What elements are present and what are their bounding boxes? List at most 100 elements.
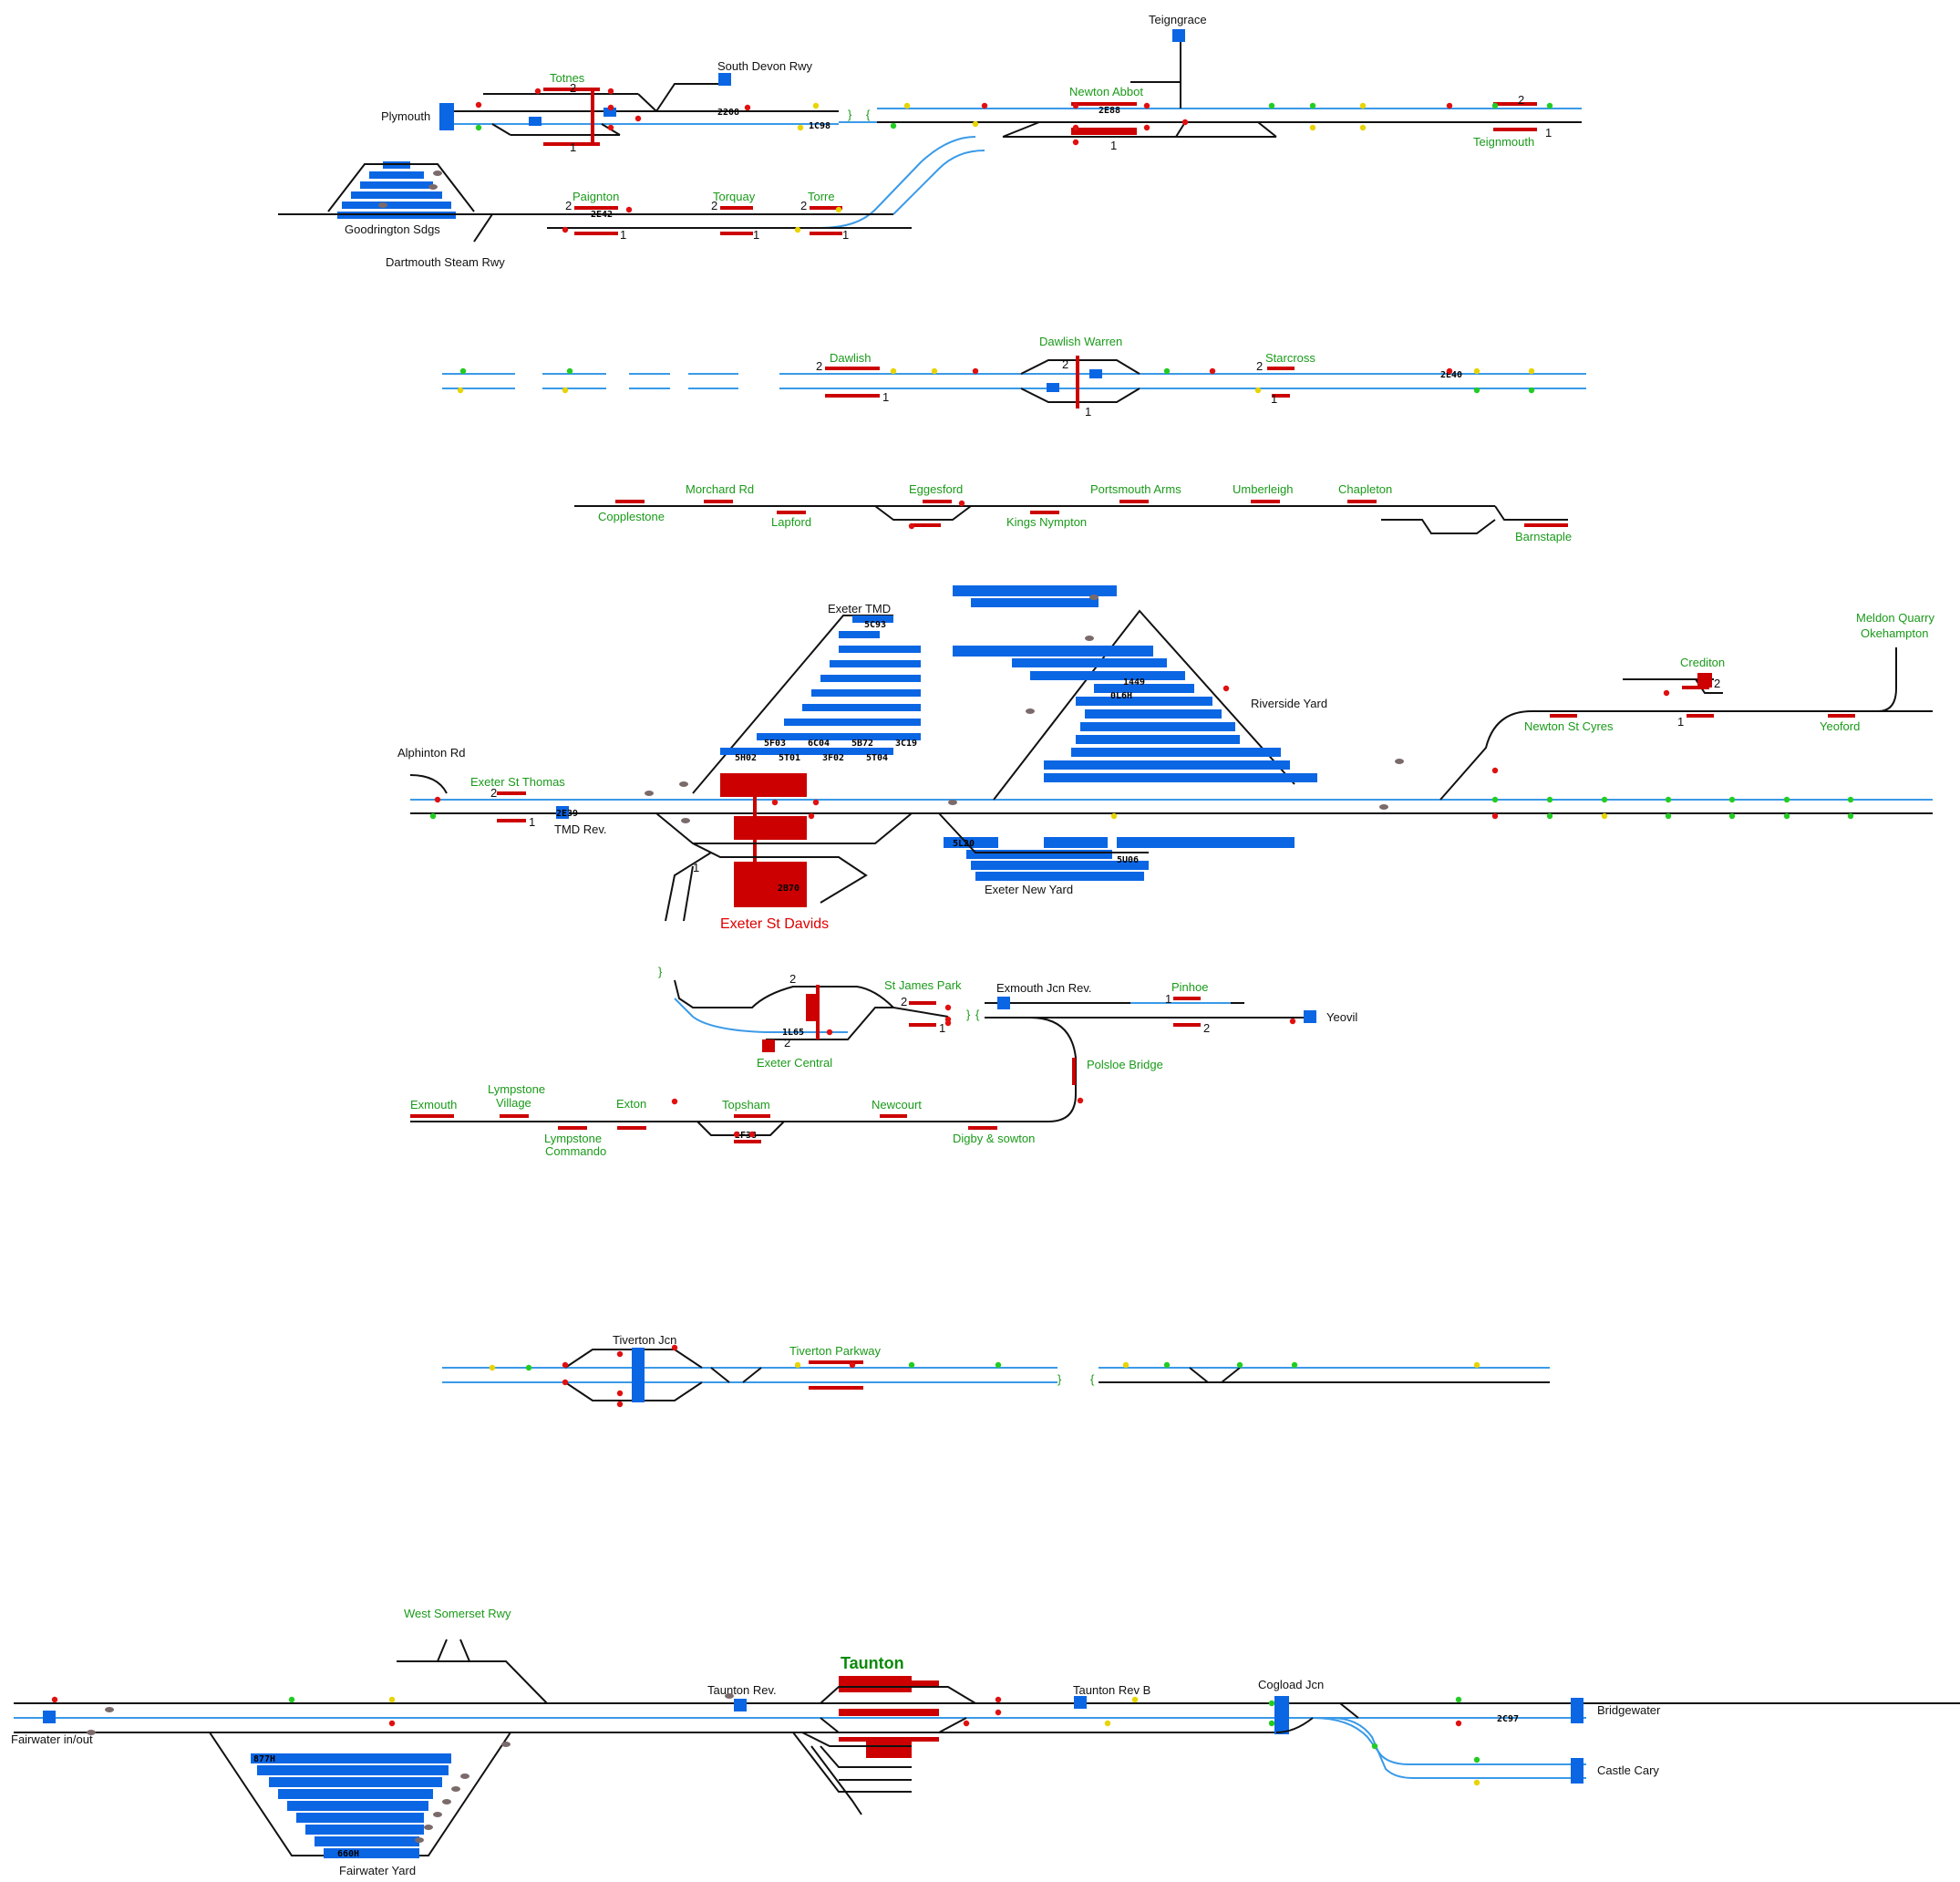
signal-head[interactable] [849,1361,856,1369]
signal-head[interactable] [1665,812,1672,820]
signal-head[interactable] [616,1401,624,1408]
signal-head[interactable] [890,122,897,129]
headcode-5c93[interactable]: 5C93 [864,620,886,630]
signal-head[interactable] [1072,139,1079,146]
signal-head[interactable] [1268,102,1275,109]
signal-head[interactable] [434,796,441,803]
castle-cary-terminal[interactable] [1571,1758,1583,1784]
signal-head[interactable] [671,1344,678,1351]
signal-head[interactable] [562,1379,569,1386]
loco-marker[interactable] [442,1799,451,1804]
central-line-down[interactable] [766,1007,893,1040]
signal-head[interactable] [1359,124,1367,131]
headcode-6c04[interactable]: 6C04 [808,739,830,749]
headcode-3c19[interactable]: 3C19 [895,739,917,749]
crediton-branch[interactable] [1439,710,1933,801]
signal-head[interactable] [944,1019,952,1027]
loco-marker[interactable] [460,1773,469,1779]
signal-head[interactable] [388,1696,396,1703]
signal-head[interactable] [794,1361,801,1369]
headcode-5l20[interactable]: 5L20 [953,839,975,849]
signal-head[interactable] [616,1390,624,1397]
signal-head[interactable] [931,367,938,375]
signal-head[interactable] [963,1720,970,1727]
loco-marker[interactable] [1085,636,1094,641]
signal-head[interactable] [1473,1361,1480,1369]
signal-head[interactable] [944,1004,952,1011]
signal-head[interactable] [995,1709,1002,1716]
headcode-1c98[interactable]: 1C98 [809,121,830,131]
signal-head[interactable] [625,206,633,213]
loco-marker[interactable] [451,1786,460,1792]
tiverton-crossovers[interactable] [710,1367,762,1383]
bridgewater-terminal[interactable] [1571,1698,1583,1723]
loco-marker[interactable] [105,1707,114,1712]
signal-head[interactable] [1783,796,1790,803]
signal-head[interactable] [1359,102,1367,109]
signal-head[interactable] [1601,796,1608,803]
signal-head[interactable] [1072,102,1079,109]
exeter-central-branch[interactable] [665,852,712,922]
signal-head[interactable] [634,115,642,122]
signal-head[interactable] [1847,812,1854,820]
cogload-crossovers[interactable] [1275,1702,1359,1733]
signal-head[interactable] [1473,387,1480,394]
signal-head[interactable] [288,1696,295,1703]
teigngrace-terminal[interactable] [1172,29,1185,42]
signal-head[interactable] [1143,124,1150,131]
headcode-5t01[interactable]: 5T01 [779,753,800,763]
signal-head[interactable] [562,387,569,394]
signal-head[interactable] [1309,102,1316,109]
signal-head[interactable] [566,367,573,375]
signal-head[interactable] [812,799,820,806]
signal-head[interactable] [972,120,979,128]
yeovil-terminal[interactable] [1304,1010,1316,1023]
signal-head[interactable] [1371,1742,1378,1750]
signal-head[interactable] [794,226,801,233]
signal-head[interactable] [1181,119,1189,126]
headcode-2e88[interactable]: 2E88 [1099,106,1120,116]
signal-head[interactable] [607,88,614,95]
signal-head[interactable] [1222,685,1230,692]
okehampton-branch[interactable] [1877,647,1897,712]
signal-head[interactable] [1446,102,1453,109]
loco-marker[interactable] [1089,595,1099,600]
signal-head[interactable] [1455,1696,1462,1703]
signal-head[interactable] [475,124,482,131]
signal-head[interactable] [671,1098,678,1105]
loco-marker[interactable] [1379,804,1388,810]
signal-head[interactable] [1546,812,1553,820]
signal-head[interactable] [1546,796,1553,803]
castle-cary-line-up[interactable] [1312,1717,1586,1765]
headcode-5t04[interactable]: 5T04 [866,753,888,763]
headcode-2b70[interactable]: 2B70 [778,884,799,894]
headcode-2c97[interactable]: 2C97 [1497,1714,1519,1724]
signal-head[interactable] [459,367,467,375]
signal-head[interactable] [489,1364,496,1371]
signal-head[interactable] [1491,767,1499,774]
signal-head[interactable] [1455,1720,1462,1727]
headcode-5h02[interactable]: 5H02 [735,753,757,763]
taunton-south-siding[interactable] [810,1745,862,1815]
headcode-0l6h[interactable]: 0L6H [1110,691,1132,701]
signal-head[interactable] [607,124,614,131]
signal-head[interactable] [1209,367,1216,375]
signal-head[interactable] [958,500,965,507]
plymouth-terminal[interactable] [439,103,454,130]
signal-head[interactable] [1131,1696,1139,1703]
newton-crossovers[interactable] [1002,121,1277,138]
signal-head[interactable] [995,1361,1002,1369]
signal-head[interactable] [908,522,915,530]
signal-head[interactable] [744,104,751,111]
dartmouth-branch[interactable] [473,213,493,243]
headcode-660h[interactable]: 660H [337,1849,359,1859]
signal-head[interactable] [388,1720,396,1727]
signal-head[interactable] [562,1361,569,1369]
signal-head[interactable] [1291,1361,1298,1369]
signal-head[interactable] [1077,1097,1084,1104]
eggesford-loop[interactable] [874,505,972,521]
signal-head[interactable] [1163,367,1171,375]
loco-marker[interactable] [681,818,690,823]
signal-head[interactable] [1236,1361,1243,1369]
paignton-link-blue-2[interactable] [892,150,985,215]
